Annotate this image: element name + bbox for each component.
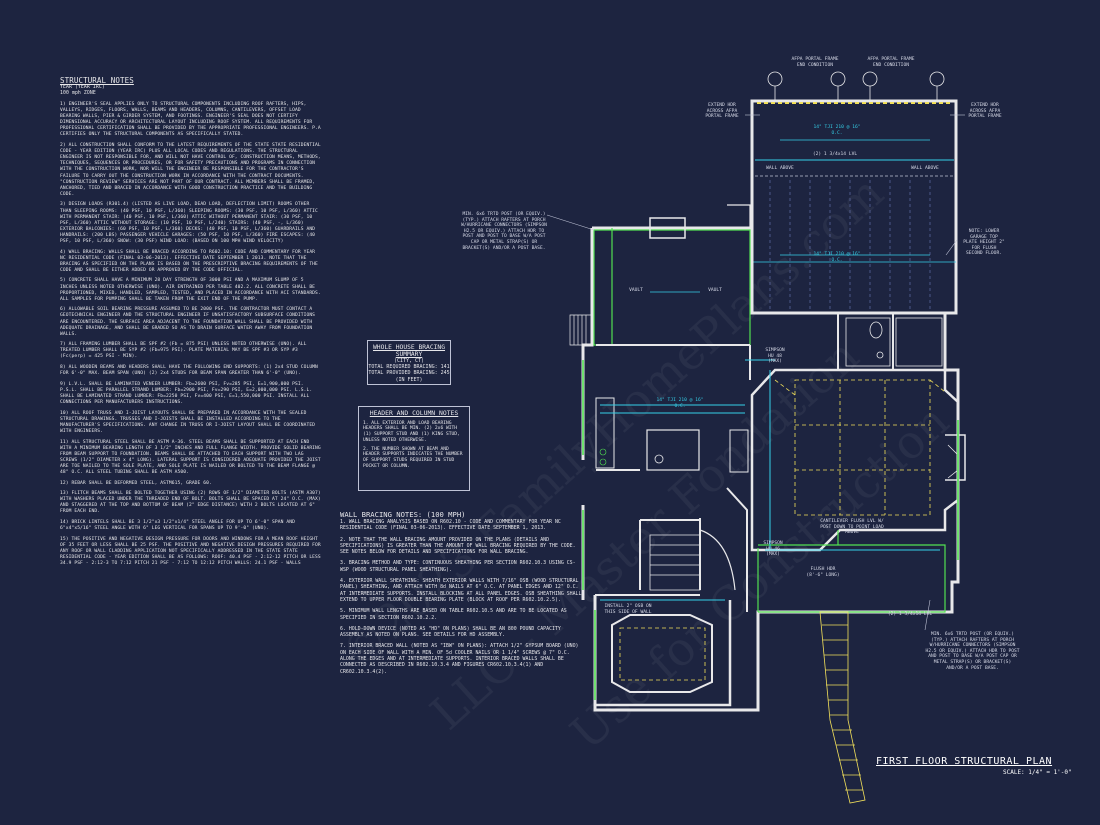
interior-stair (649, 529, 736, 591)
grid-bubbles (767, 71, 945, 101)
note-6: 6) ALLOWABLE SOIL BEARING PRESSURE ASSUM… (60, 307, 316, 337)
structural-notes-title: STRUCTURAL NOTES (60, 76, 134, 85)
callout-lvl-1: (2) 1 3/4x14 LVL (812, 152, 858, 157)
note-14: 14) BRICK LINTELS SHALL BE 3 1/2"x3 1/2"… (60, 520, 295, 532)
note-8: 8) ALL WOODEN BEAMS AND HEADERS SHALL HA… (60, 365, 318, 377)
note-4: 4) WALL BRACING: WALLS SHALL BE BRACED A… (60, 249, 318, 273)
callout-joist-2: 14" TJI 210 @ 16" O.C. (813, 252, 861, 263)
note-11: 11) ALL STRUCTURAL STEEL SHALL BE ASTM A… (60, 439, 321, 475)
callout-post-top: MIN. 6x6 TRTD POST (OR EQUIV.) (TYP.) AT… (461, 212, 547, 251)
callout-flush-hdr: FLUSH HDR (8'-6" LONG) (806, 567, 840, 578)
interior-walls (595, 313, 894, 612)
header-note-1: 1. ALL EXTERIOR AND LOAD BEARING HEADERS… (363, 420, 460, 443)
bracing-summary-unit: (IN FEET) (395, 376, 423, 383)
wall-bracing-note-4: 4. EXTERIOR WALL SHEATHING: SHEATH EXTER… (340, 578, 582, 603)
bracing-summary-required: TOTAL REQUIRED BRACING: 141 (368, 364, 450, 371)
note-2: 2) ALL CONSTRUCTION SHALL CONFORM TO THE… (60, 143, 321, 197)
bracing-summary-box: WHOLE HOUSE BRACING SUMMARY (CITY, CT) T… (367, 340, 451, 385)
note-9: 9) L.V.L. SHALL BE LAMINATED VENEER LUMB… (60, 381, 313, 406)
fireplace-top (649, 217, 686, 239)
note-5: 5) CONCRETE SHALL HAVE A MINIMUM 28 DAY … (60, 278, 321, 302)
note-12: 12) REBAR SHALL BE DEFORMED STEEL, ASTM6… (60, 480, 212, 486)
kitchen-island (646, 429, 700, 471)
porch-outline (593, 228, 751, 346)
wall-bracing-note-6: 6. HOLD-DOWN DEVICE (NOTED AS "HD" ON PL… (340, 625, 561, 639)
callout-joist-3: 14" TJI 210 @ 16" O.C. (656, 398, 704, 409)
wall-bracing-note-1: 1. WALL BRACING ANALYSIS BASED ON R602.1… (340, 519, 561, 532)
exterior-stair (819, 611, 866, 804)
bay-window (611, 614, 713, 693)
plan-title: FIRST FLOOR STRUCTURAL PLAN (876, 756, 1053, 767)
header-note-2: 2. THE NUMBER SHOWN AT BEAM AND HEADER S… (363, 446, 463, 470)
note-1: 1) ENGINEER'S SEAL APPLIES ONLY TO STRUC… (60, 102, 321, 138)
callout-post-bottom: MIN. 6x6 TRTD POST (OR EQUIV.) (TYP.) AT… (925, 632, 1020, 671)
note-7: 7) ALL FRAMING LUMBER SHALL BE SPF #2 (F… (60, 342, 307, 360)
callout-extend-hdr-right: EXTEND HDR ACROSS AFPA PORTAL FRAME (968, 103, 1002, 120)
callout-extend-hdr-left: EXTEND HDR ACROSS AFPA PORTAL FRAME (705, 103, 739, 120)
callout-wall-above-left: WALL ABOVE (766, 166, 794, 171)
wall-bracing-note-7: 7. INTERIOR BRACED WALL (NOTED AS "IBW" … (340, 643, 579, 675)
callout-install-osb: INSTALL 2" OSB ON THIS SIDE OF WALL (604, 604, 652, 615)
note-3: 3) DESIGN LOADS (R301.4) (LISTED AS LIVE… (60, 202, 318, 244)
callout-cantilever: CANTILEVER FLUSH LVL W/ POST DOWN TO POI… (820, 519, 884, 536)
beam-lines (600, 359, 940, 601)
wall-bracing-note-3: 3. BRACING METHOD AND TYPE: CONTINUOUS S… (340, 560, 576, 573)
garage-joists (769, 180, 931, 310)
callout-afpa-left: AFPA PORTAL FRAME END CONDITION (791, 57, 839, 68)
wall-bracing-title: WALL BRACING NOTES: (100 MPH) (340, 510, 466, 519)
callout-joist-1: 14" TJI 210 @ 16" O.C. (813, 125, 861, 136)
structural-notes: STRUCTURAL NOTES YEAR (YEAR IRC) 100 mph… (60, 76, 322, 572)
ceiling-grid (774, 379, 946, 516)
bracing-summary-provided: TOTAL PROVIDED BRACING: 245 (368, 370, 450, 377)
wall-bracing-notes: WALL BRACING NOTES: (100 MPH) 1. WALL BR… (340, 510, 582, 680)
callout-simpson-2: SIMPSON HU 46 (MAX) (763, 541, 783, 558)
wall-bracing-note-5: 5. MINIMUM WALL LENGTHS ARE BASED ON TAB… (340, 608, 567, 621)
plan-scale: SCALE: 1/4" = 1'-0" (1003, 769, 1072, 776)
note-13: 13) FLITCH BEAMS SHALL BE BOLTED TOGETHE… (60, 491, 321, 515)
bracing-summary-location: (CITY, CT) (393, 358, 425, 364)
bracing-summary-title: WHOLE HOUSE BRACING SUMMARY (372, 344, 446, 358)
callout-wall-above-right: WALL ABOVE (911, 166, 939, 171)
wall-bracing-note-2: 2. NOTE THAT THE WALL BRACING AMOUNT PRO… (340, 536, 576, 556)
note-10: 10) ALL ROOF TRUSS AND I-JOIST LAYOUTS S… (60, 410, 316, 434)
callout-afpa-right: AFPA PORTAL FRAME END CONDITION (867, 57, 915, 68)
callout-simpson-1: SIMPSON HU 48 (MAX) (765, 348, 785, 365)
callout-vault-left: VAULT (629, 288, 643, 293)
header-notes-title: HEADER AND COLUMN NOTES (369, 409, 459, 417)
callout-vault-right: VAULT (708, 288, 722, 293)
note-15: 15) THE POSITIVE AND NEGATIVE DESIGN PRE… (60, 536, 321, 567)
header-column-notes-box: HEADER AND COLUMN NOTES 1. ALL EXTERIOR … (358, 406, 470, 491)
callout-lower-garage: NOTE: LOWER GARAGE TOP PLATE HEIGHT 2" F… (963, 229, 1005, 257)
covered-porch (757, 530, 946, 613)
octagon-room (750, 368, 960, 552)
callout-lvl-2: (2) 1 3/4x14 LVL (887, 612, 933, 617)
structural-notes-subtitle-2: 100 mph ZONE (60, 91, 96, 96)
structural-notes-subtitle-1: YEAR (YEAR IRC) (60, 85, 105, 90)
